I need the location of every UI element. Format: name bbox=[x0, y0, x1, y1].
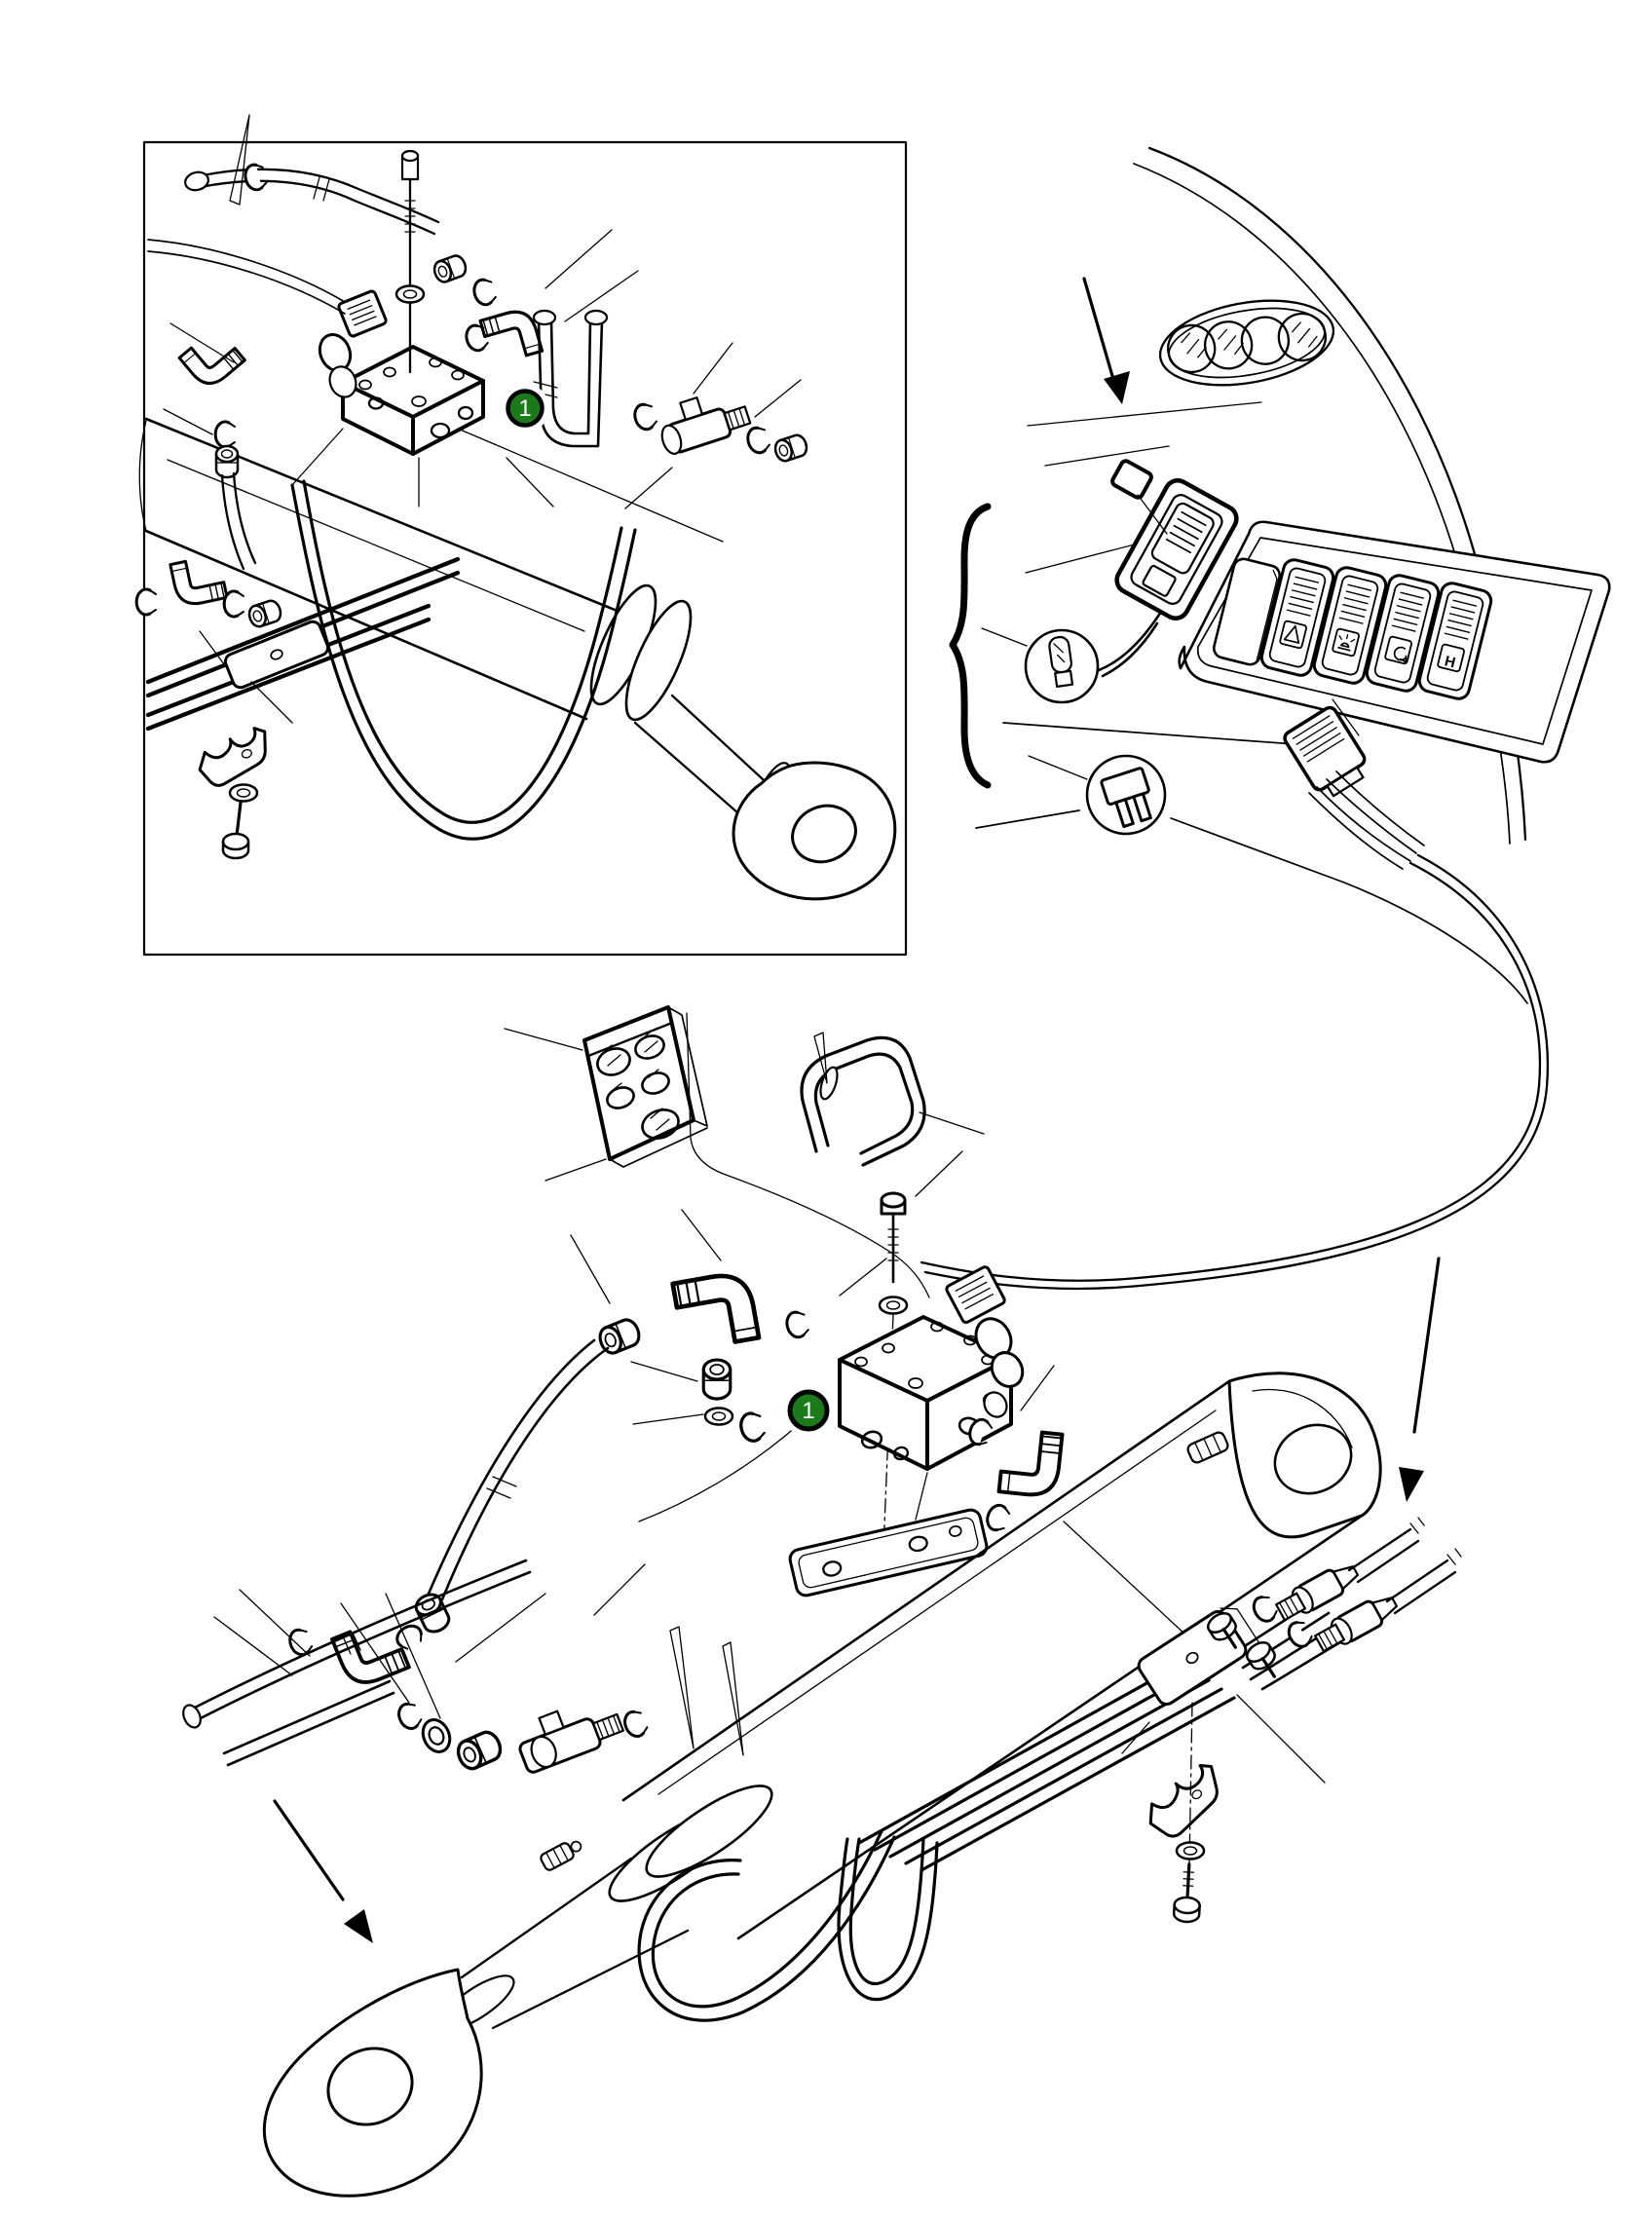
grease-fitting bbox=[540, 1840, 582, 1871]
console-edge bbox=[1002, 722, 1296, 745]
bushing bbox=[421, 1718, 452, 1753]
curly-brace bbox=[949, 503, 992, 789]
pointer-arrow-bottom-left bbox=[273, 1799, 373, 1943]
hose-clamp-assembly bbox=[1121, 1592, 1326, 1924]
exploded-rocker-switch bbox=[1110, 459, 1239, 620]
marker-circle bbox=[506, 389, 544, 428]
cab-cable bbox=[920, 861, 1542, 1282]
pointer-arrow-cab bbox=[1082, 277, 1130, 404]
u-hoses bbox=[637, 1829, 939, 2022]
hose-clamp-lower-half bbox=[198, 727, 267, 787]
long-pipes bbox=[182, 1559, 532, 1767]
solenoid-connector bbox=[337, 289, 388, 338]
warning-triangle-icon bbox=[1283, 624, 1300, 644]
dash-leader-lines bbox=[1025, 401, 1262, 574]
inset-steel-pipe bbox=[184, 114, 440, 236]
clamp-bolt bbox=[1242, 1636, 1280, 1678]
switch-rotate[interactable] bbox=[1363, 571, 1443, 695]
switch-work-light[interactable] bbox=[1310, 563, 1390, 688]
solenoid-wire bbox=[147, 239, 346, 303]
mounting-strap bbox=[788, 1508, 989, 1597]
leader-flag bbox=[229, 114, 250, 206]
switch-cap bbox=[1110, 459, 1153, 500]
tee-fitting-group bbox=[394, 1563, 651, 1775]
hose-bundle bbox=[857, 1597, 1366, 1872]
inset-clamp-group bbox=[134, 552, 461, 860]
hydraulic-cylinder bbox=[262, 1372, 1382, 2198]
nut-washer-stack bbox=[630, 1358, 734, 1426]
inset-detail-view: 1 bbox=[134, 114, 908, 957]
lower-right-elbow-fitting bbox=[964, 1365, 1201, 1649]
main-exploded-view: 1 bbox=[182, 1005, 1462, 2198]
circled-bulb-detail bbox=[981, 627, 1100, 704]
cab-dashboard-view: H bbox=[920, 146, 1611, 1291]
panel-blank-slot bbox=[1212, 557, 1282, 666]
leader-line bbox=[638, 1425, 798, 1522]
upper-elbow-fitting bbox=[570, 1209, 887, 1446]
inset-mounting-bolt bbox=[394, 149, 470, 374]
hose-clamp-bar bbox=[223, 620, 330, 690]
right-hose-fittings bbox=[1275, 1517, 1462, 1653]
marker-1-inset: 1 bbox=[501, 384, 549, 432]
port-fitting bbox=[1186, 1431, 1229, 1464]
wire-harness-connector bbox=[920, 705, 1550, 1291]
inset-hydraulic-cylinder bbox=[138, 417, 897, 901]
letter-h-icon: H bbox=[1443, 653, 1457, 671]
marker-1-main: 1 bbox=[782, 1384, 835, 1437]
inset-elbow-fitting bbox=[462, 229, 639, 367]
switch-high-speed[interactable]: H bbox=[1415, 579, 1495, 703]
solenoid-valve-block bbox=[838, 1265, 1025, 1471]
switch-hazard[interactable] bbox=[1258, 555, 1337, 680]
clamp-lower-half bbox=[1148, 1764, 1219, 1838]
clamp-bolt bbox=[1203, 1607, 1241, 1649]
gauge-cluster-oval bbox=[1158, 299, 1335, 387]
gauge-cable bbox=[686, 1012, 930, 1298]
inset-tee-fitting-group bbox=[624, 342, 810, 509]
hose-to-lower-left bbox=[284, 1338, 610, 1719]
inset-u-hose-inner bbox=[302, 479, 623, 824]
u-pipe bbox=[800, 1032, 985, 1167]
marker-label: 1 bbox=[518, 395, 531, 422]
pointer-arrow-right bbox=[1399, 1257, 1441, 1502]
inset-left-elbow-and-hose bbox=[163, 322, 257, 571]
rotate-arrow-icon bbox=[1393, 646, 1408, 663]
cylinder-head-eye bbox=[1227, 1372, 1382, 1539]
inset-solenoid-valve bbox=[147, 239, 485, 456]
solenoid-connector bbox=[945, 1265, 1006, 1325]
leader-line bbox=[457, 428, 724, 543]
clamp-bottom-bolt bbox=[1172, 1862, 1202, 1924]
circled-connector-detail bbox=[1028, 754, 1167, 836]
gauge-plate bbox=[504, 1005, 708, 1182]
inset-u-hose-outer bbox=[290, 483, 637, 841]
tee-fitting bbox=[518, 1710, 624, 1774]
marker-circle bbox=[787, 1389, 830, 1432]
leader-flags bbox=[669, 1626, 744, 1756]
beacon-light-icon bbox=[1337, 634, 1356, 652]
switch-panel: H bbox=[1178, 520, 1611, 764]
valve-mounting-bolt bbox=[878, 1150, 963, 1573]
marker-label: 1 bbox=[802, 1398, 814, 1424]
switch-wire bbox=[1097, 610, 1163, 672]
